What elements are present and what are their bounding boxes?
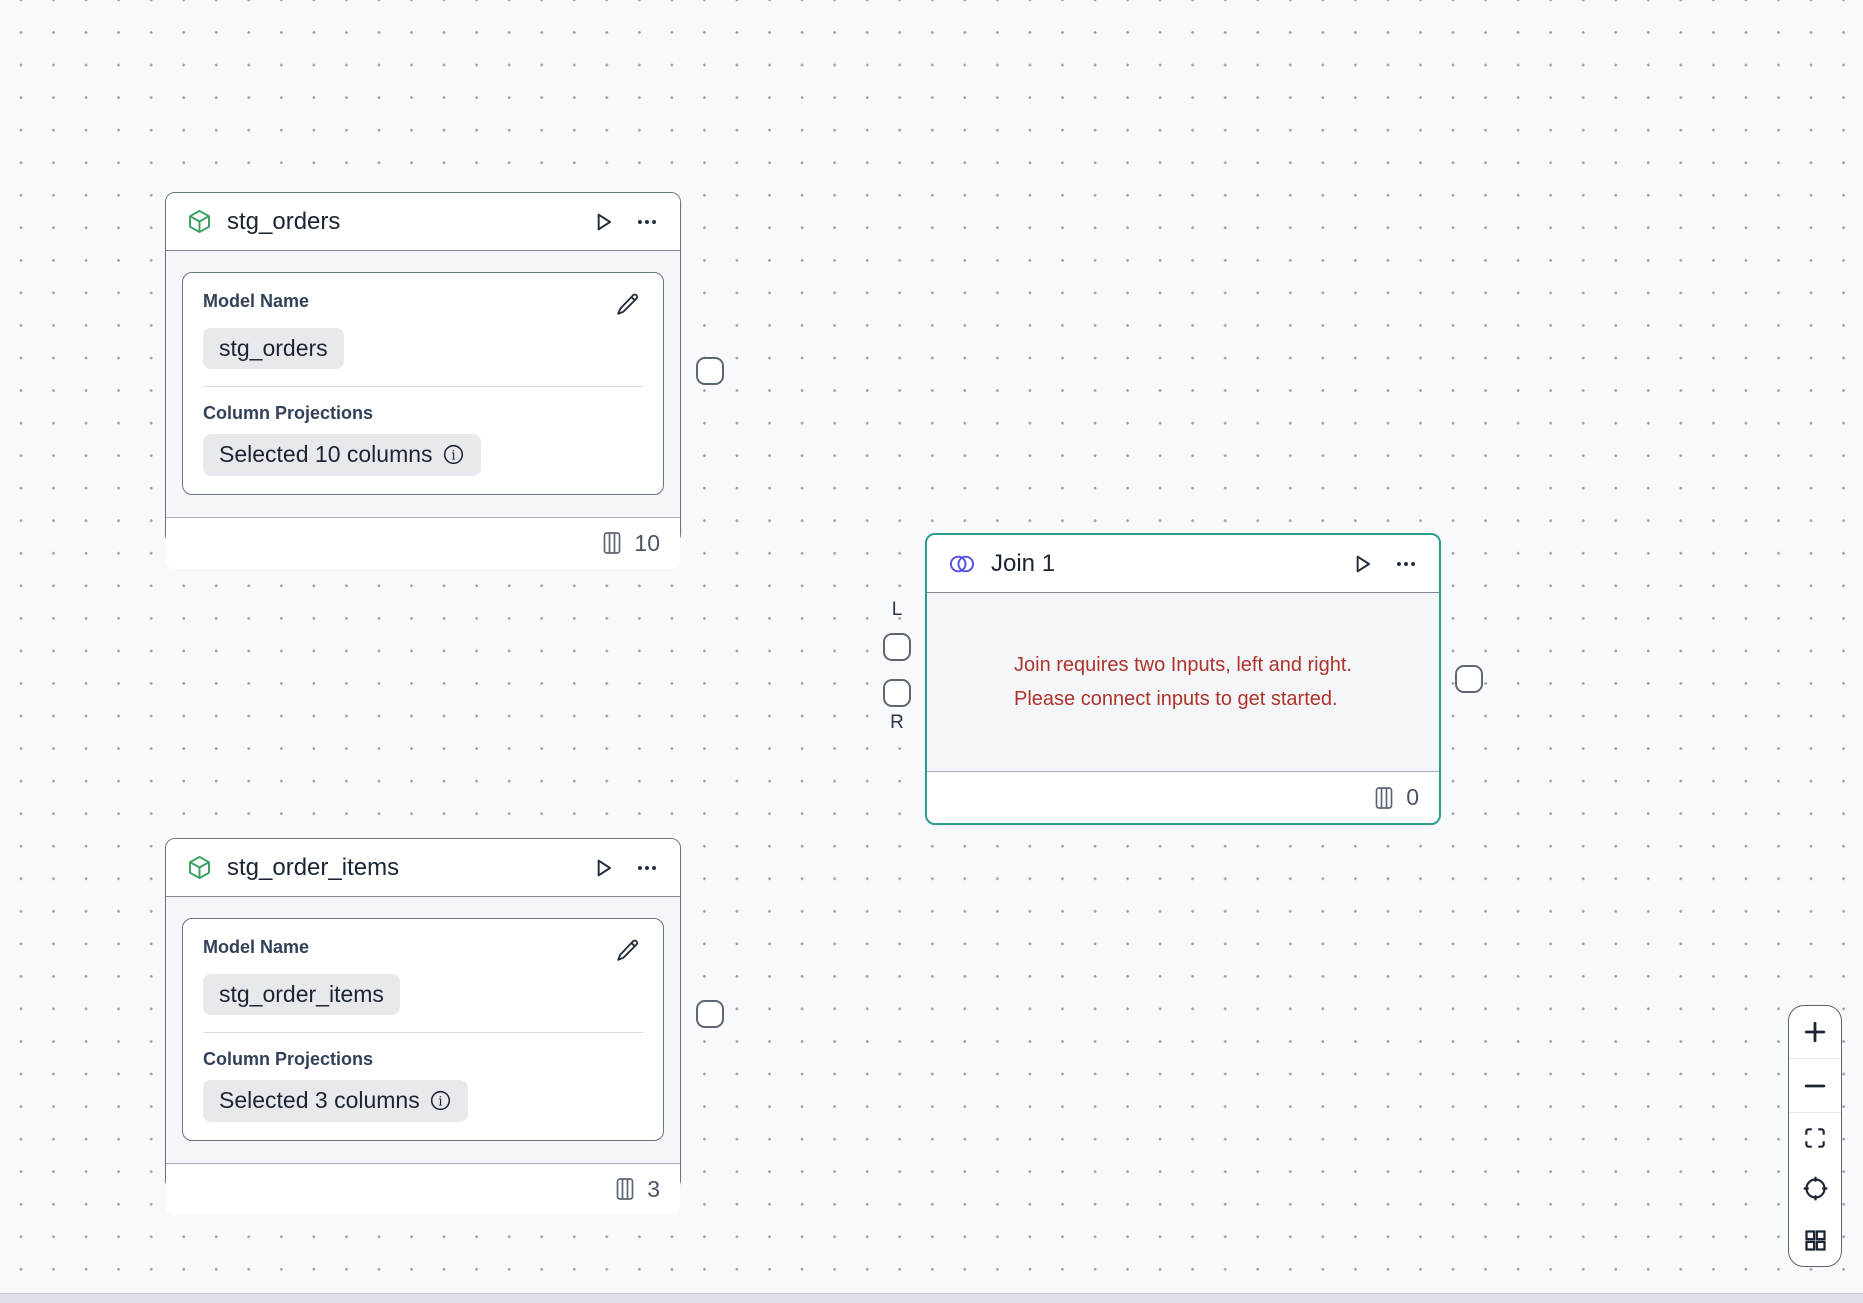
model-config-card: Model Name stg_order_items Column Projec… bbox=[182, 918, 664, 1141]
run-node-button[interactable] bbox=[588, 853, 618, 883]
columns-icon bbox=[613, 1176, 637, 1202]
node-join-1[interactable]: Join 1 Join requires two Inputs, left an… bbox=[925, 533, 1441, 825]
node-footer: 0 bbox=[927, 771, 1439, 823]
fit-view-icon bbox=[1802, 1125, 1828, 1151]
column-count: 0 bbox=[1406, 784, 1419, 810]
node-body: Model Name stg_orders Column Projections… bbox=[166, 251, 680, 517]
crosshair-icon bbox=[1802, 1175, 1829, 1202]
minus-icon bbox=[1801, 1072, 1829, 1100]
node-footer: 3 bbox=[166, 1162, 680, 1215]
model-config-card: Model Name stg_orders Column Projections… bbox=[182, 272, 664, 495]
locate-button[interactable] bbox=[1789, 1163, 1841, 1214]
node-footer: 10 bbox=[166, 516, 680, 569]
model-name-chip[interactable]: stg_order_items bbox=[203, 974, 400, 1016]
join-error-message: Join requires two Inputs, left and right… bbox=[1014, 646, 1352, 719]
column-count: 10 bbox=[634, 529, 660, 556]
divider bbox=[203, 386, 643, 388]
join-right-input-port[interactable] bbox=[883, 679, 911, 707]
column-count: 3 bbox=[647, 1175, 660, 1202]
column-projections-value: Selected 3 columns bbox=[219, 1087, 420, 1114]
output-port-stg-orders[interactable] bbox=[696, 357, 724, 385]
zoom-in-button[interactable] bbox=[1789, 1006, 1841, 1060]
node-header: stg_orders bbox=[166, 193, 680, 251]
model-name-label: Model Name bbox=[203, 291, 310, 311]
node-header: stg_order_items bbox=[166, 839, 680, 897]
svg-text:i: i bbox=[438, 1095, 442, 1110]
column-projections-label: Column Projections bbox=[203, 1049, 374, 1070]
column-projections-label: Column Projections bbox=[203, 403, 374, 424]
node-body: Join requires two Inputs, left and right… bbox=[927, 593, 1439, 771]
model-name-chip[interactable]: stg_orders bbox=[203, 328, 344, 370]
model-name-value: stg_order_items bbox=[219, 981, 384, 1007]
output-port-stg-order-items[interactable] bbox=[696, 1000, 724, 1028]
zoom-controls-panel bbox=[1788, 1005, 1842, 1267]
node-menu-button[interactable] bbox=[632, 207, 662, 237]
run-node-button[interactable] bbox=[588, 207, 618, 237]
join-error-line1: Join requires two Inputs, left and right… bbox=[1014, 653, 1352, 676]
bottom-scroll-track bbox=[0, 1293, 1863, 1303]
edit-model-name-button[interactable] bbox=[613, 289, 643, 319]
info-icon: i bbox=[442, 443, 465, 466]
column-projections-chip[interactable]: Selected 10 columns i bbox=[203, 434, 481, 476]
info-icon: i bbox=[429, 1089, 452, 1112]
svg-text:i: i bbox=[451, 449, 455, 464]
join-left-input-port[interactable] bbox=[883, 633, 911, 661]
zoom-out-button[interactable] bbox=[1789, 1059, 1841, 1113]
join-error-line2: Please connect inputs to get started. bbox=[1014, 687, 1338, 710]
cube-icon bbox=[186, 854, 213, 881]
node-header: Join 1 bbox=[927, 535, 1439, 593]
output-port-join[interactable] bbox=[1455, 665, 1483, 693]
left-port-label: L bbox=[891, 599, 903, 620]
node-title: Join 1 bbox=[991, 549, 1056, 577]
join-venn-icon bbox=[947, 551, 977, 577]
plus-icon bbox=[1801, 1018, 1829, 1046]
run-node-button[interactable] bbox=[1347, 549, 1377, 579]
node-body: Model Name stg_order_items Column Projec… bbox=[166, 897, 680, 1163]
layout-grid-button[interactable] bbox=[1789, 1215, 1841, 1266]
node-stg-orders[interactable]: stg_orders Model Name stg_orders bbox=[165, 192, 681, 569]
node-stg-order-items[interactable]: stg_order_items Model Name stg_order_ite… bbox=[165, 838, 681, 1215]
node-title: stg_order_items bbox=[227, 853, 400, 881]
node-menu-button[interactable] bbox=[1391, 549, 1421, 579]
grid-icon bbox=[1802, 1227, 1829, 1254]
column-projections-value: Selected 10 columns bbox=[219, 441, 433, 468]
column-projections-chip[interactable]: Selected 3 columns i bbox=[203, 1080, 468, 1122]
columns-icon bbox=[600, 530, 624, 556]
edit-model-name-button[interactable] bbox=[613, 935, 643, 965]
node-title: stg_orders bbox=[227, 207, 341, 235]
divider bbox=[203, 1032, 643, 1034]
node-menu-button[interactable] bbox=[632, 853, 662, 883]
right-port-label: R bbox=[890, 712, 904, 733]
model-name-label: Model Name bbox=[203, 937, 310, 957]
columns-icon bbox=[1372, 785, 1396, 811]
cube-icon bbox=[186, 208, 213, 235]
fit-view-button[interactable] bbox=[1789, 1113, 1841, 1163]
model-name-value: stg_orders bbox=[219, 335, 328, 361]
